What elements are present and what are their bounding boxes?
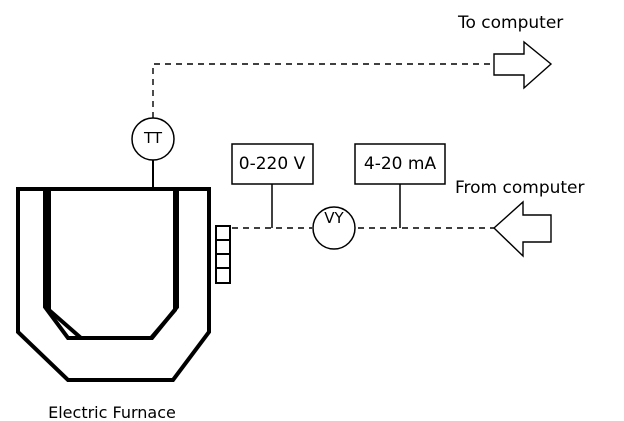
voltage-range-label: 0-220 V — [239, 154, 306, 174]
to-computer-arrow-icon — [493, 40, 553, 90]
furnace-label: Electric Furnace — [48, 403, 176, 421]
voltage-range-box — [231, 143, 314, 185]
temperature-transmitter-symbol — [131, 117, 175, 161]
actuator-symbol — [312, 206, 356, 250]
to-computer-label: To computer — [457, 13, 563, 33]
signal-line-to-computer — [152, 63, 494, 118]
heating-element — [215, 225, 231, 284]
from-computer-label: From computer — [455, 178, 585, 198]
from-computer-arrow-icon — [492, 200, 552, 258]
current-range-box — [354, 143, 446, 185]
transmitter-label: TT — [143, 129, 163, 147]
furnace-chamber — [47, 189, 177, 340]
current-range-label: 4-20 mA — [364, 154, 437, 174]
actuator-label: VY — [324, 209, 344, 227]
